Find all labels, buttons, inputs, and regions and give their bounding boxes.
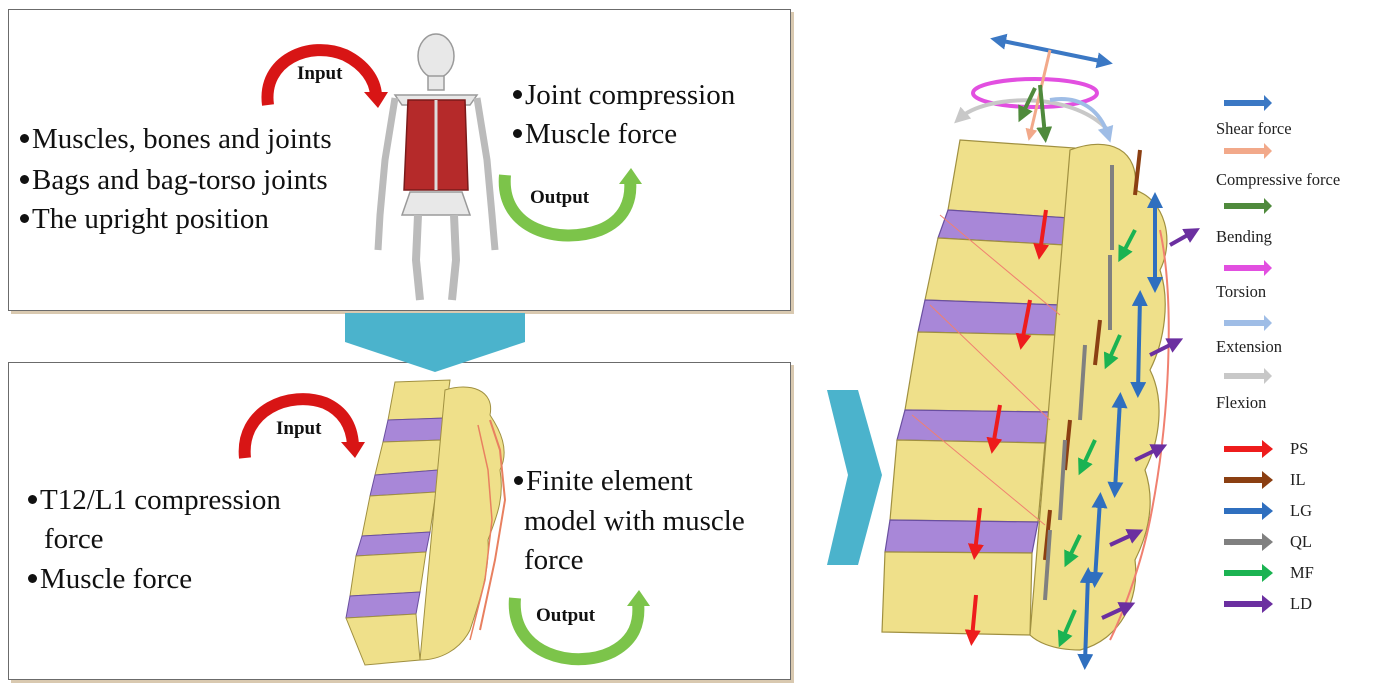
legend-label-bending: Bending	[1216, 227, 1272, 247]
legend-swatch-ql	[1224, 533, 1273, 551]
legend-swatch-bending	[1224, 198, 1272, 214]
bullet-icon	[513, 90, 522, 99]
right-flow-arrow	[827, 390, 882, 565]
legend-label-ld: LD	[1290, 594, 1312, 614]
top-input-label: Input	[297, 63, 342, 85]
bottom-output-label: Output	[536, 605, 595, 627]
down-flow-arrow	[345, 313, 525, 372]
muscle-legend-swatches	[1224, 440, 1273, 613]
bottom-input-label: Input	[276, 418, 321, 440]
bottom-output-item-continued: force	[524, 541, 584, 579]
small-spine-model	[346, 380, 505, 665]
legend-swatch-shear-force	[1224, 95, 1272, 111]
legend-label-ps: PS	[1290, 439, 1308, 459]
bullet-icon	[20, 214, 29, 223]
legend-swatch-extension	[1224, 315, 1272, 331]
top-input-item: Muscles, bones and joints	[20, 120, 332, 158]
legend-label-flexion: Flexion	[1216, 393, 1266, 413]
top-input-item: Bags and bag-torso joints	[20, 161, 328, 199]
large-spine-model	[882, 140, 1169, 650]
legend-label-ql: QL	[1290, 532, 1312, 552]
bullet-icon	[20, 175, 29, 184]
bullet-icon	[514, 476, 523, 485]
bullet-icon	[20, 134, 29, 143]
legend-label-extension: Extension	[1216, 337, 1282, 357]
bottom-input-item: Muscle force	[28, 560, 192, 598]
legend-label-shear-force: Shear force	[1216, 119, 1292, 139]
legend-label-mf: MF	[1290, 563, 1314, 583]
bottom-input-item: T12/L1 compression	[28, 481, 281, 519]
legend-swatch-lg	[1224, 502, 1273, 520]
top-output-item: Muscle force	[513, 115, 677, 153]
legend-swatch-torsion	[1224, 260, 1272, 276]
top-output-label: Output	[530, 187, 589, 209]
legend-label-torsion: Torsion	[1216, 282, 1266, 302]
legend-label-lg: LG	[1290, 501, 1312, 521]
legend-label-il: IL	[1290, 470, 1306, 490]
bullet-icon	[28, 495, 37, 504]
legend-swatch-ps	[1224, 440, 1273, 458]
legend-swatch-il	[1224, 471, 1273, 489]
legend-swatch-mf	[1224, 564, 1273, 582]
legend-swatch-flexion	[1224, 368, 1272, 384]
legend-swatch-compressive-force	[1224, 143, 1272, 159]
bottom-output-item-continued: model with muscle	[524, 502, 745, 540]
top-input-item: The upright position	[20, 200, 269, 238]
legend-swatch-ld	[1224, 595, 1273, 613]
bullet-icon	[513, 129, 522, 138]
top-output-item: Joint compression	[513, 76, 735, 114]
skeleton-figure	[378, 34, 495, 300]
bottom-input-item-continued: force	[44, 520, 104, 558]
load-arrows	[960, 40, 1108, 135]
bottom-output-item: Finite element	[514, 462, 693, 500]
legend-label-compressive-force: Compressive force	[1216, 170, 1340, 190]
bullet-icon	[28, 574, 37, 583]
